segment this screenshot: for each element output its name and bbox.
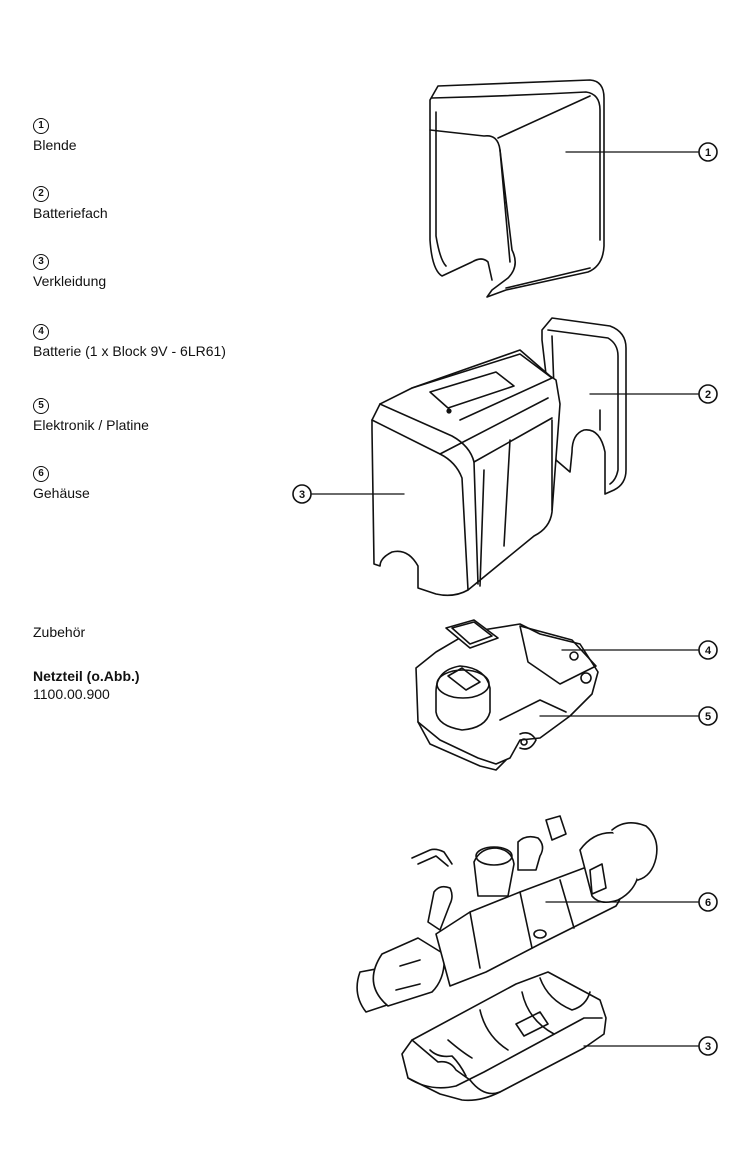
legend-number: 1	[33, 118, 49, 134]
legend-item-5: 5 Elektronik / Platine	[33, 395, 293, 433]
callout-number: 2	[705, 389, 711, 401]
cover-part	[429, 79, 605, 298]
callout-number: 6	[705, 897, 711, 909]
callout-3-upper: 3	[292, 484, 312, 504]
legend-label: Verkleidung	[33, 273, 107, 289]
callout-3-lower: 3	[698, 1036, 718, 1056]
callout-5: 5	[698, 706, 718, 726]
legend-item-1: 1 Blende	[33, 115, 293, 153]
legend-item-4: 4 Batterie (1 x Block 9V - 6LR61)	[33, 321, 293, 359]
pipe-body-part	[356, 815, 658, 1013]
half-shell-cover-part	[401, 971, 607, 1102]
legend-number: 3	[33, 254, 49, 270]
legend-label: Blende	[33, 137, 77, 153]
legend-label: Elektronik / Platine	[33, 417, 149, 433]
legend-number: 2	[33, 186, 49, 202]
legend-label: Batterie (1 x Block 9V - 6LR61)	[33, 343, 226, 359]
accessory-number: 1100.00.900	[33, 686, 110, 702]
legend-number: 4	[33, 324, 49, 340]
legend-number: 5	[33, 398, 49, 414]
callout-4: 4	[698, 640, 718, 660]
accessory-name: Netzteil (o.Abb.)	[33, 668, 140, 684]
housing-cover-part	[371, 349, 561, 597]
electronics-part	[415, 619, 599, 771]
callout-number: 1	[705, 147, 711, 159]
callout-number: 3	[705, 1041, 711, 1053]
legend-item-2: 2 Batteriefach	[33, 183, 293, 221]
callout-2: 2	[698, 384, 718, 404]
legend-item-6: 6 Gehäuse	[33, 463, 293, 501]
callout-number: 4	[705, 645, 712, 657]
leader-lines	[311, 151, 699, 1047]
accessories-heading: Zubehör	[33, 624, 86, 640]
legend-label: Gehäuse	[33, 485, 90, 501]
legend-item-3: 3 Verkleidung	[33, 251, 293, 289]
legend-number: 6	[33, 466, 49, 482]
callout-1: 1	[698, 142, 718, 162]
legend-label: Batteriefach	[33, 205, 108, 221]
callout-number: 5	[705, 711, 711, 723]
callout-6: 6	[698, 892, 718, 912]
callout-number: 3	[299, 489, 305, 501]
